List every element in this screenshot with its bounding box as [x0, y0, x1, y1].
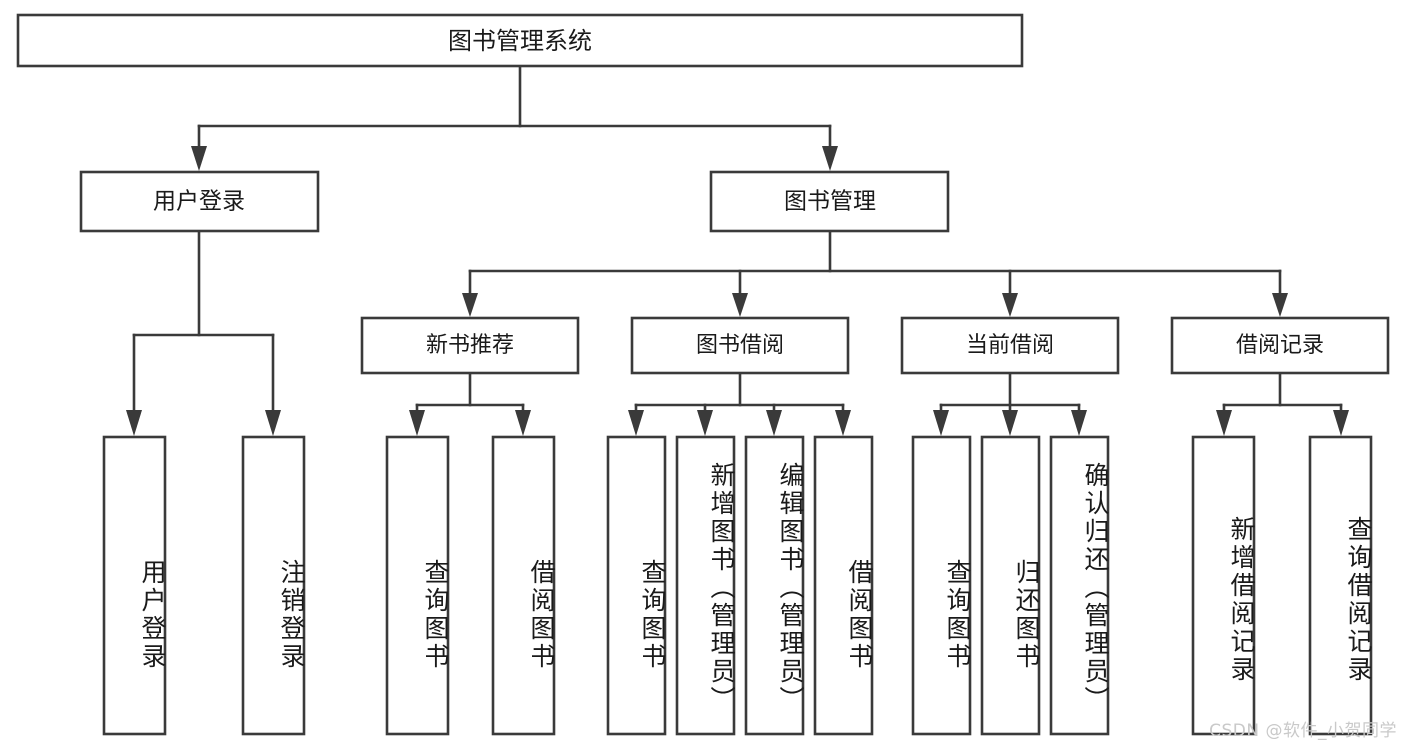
arrow-cb-leaf-2: [1002, 410, 1018, 436]
node-borrow-record-label: 借阅记录: [1236, 333, 1324, 358]
arrow-bb-leaf-3: [766, 410, 782, 436]
node-user-login-label: 用户登录: [153, 189, 245, 215]
arrow-newbook-leaf-1: [409, 410, 425, 436]
node-book-manage-box[interactable]: [709, 170, 950, 233]
leaf-box-current-borrow-2[interactable]: [980, 435, 1041, 736]
arrow-root-to-user-login: [191, 146, 207, 171]
leaf-box-book-borrow-4[interactable]: [813, 435, 874, 736]
arrow-bb-leaf-1: [628, 410, 644, 436]
node-book-borrow-box[interactable]: [630, 316, 850, 375]
arrow-userlogin-leaf-1: [126, 410, 142, 436]
node-book-borrow[interactable]: 图书借阅: [630, 316, 850, 375]
node-user-login-box[interactable]: [79, 170, 320, 233]
leaf-box-user-login-2[interactable]: [241, 435, 306, 736]
arrow-bm-to-current-borrow: [1002, 293, 1018, 317]
arrow-cb-leaf-1: [933, 410, 949, 436]
node-book-borrow-label: 图书借阅: [696, 333, 784, 358]
node-borrow-record-box[interactable]: [1170, 316, 1390, 375]
leaf-box-borrow-record-2[interactable]: [1308, 435, 1373, 736]
arrow-bb-leaf-4: [835, 410, 851, 436]
node-root-box[interactable]: [16, 13, 1024, 68]
leaf-box-new-book-2[interactable]: [491, 435, 556, 736]
csdn-watermark: CSDN @软件_小贺同学: [1209, 721, 1397, 741]
node-current-borrow[interactable]: 当前借阅: [900, 316, 1120, 375]
arrow-bm-to-borrow-record: [1272, 293, 1288, 317]
node-new-book-recommend-label: 新书推荐: [426, 333, 514, 358]
arrow-bm-to-book-borrow: [732, 293, 748, 317]
arrow-userlogin-leaf-2: [265, 410, 281, 436]
node-new-book-recommend[interactable]: 新书推荐: [360, 316, 580, 375]
leaf-box-current-borrow-3[interactable]: [1049, 435, 1110, 736]
arrow-bb-leaf-2: [697, 410, 713, 436]
node-new-book-recommend-box[interactable]: [360, 316, 580, 375]
arrow-bm-to-new-book: [462, 293, 478, 317]
leaf-box-book-borrow-1[interactable]: [606, 435, 667, 736]
arrow-cb-leaf-3: [1071, 410, 1087, 436]
node-root[interactable]: 图书管理系统: [16, 13, 1024, 68]
leaf-box-current-borrow-1[interactable]: [911, 435, 972, 736]
leaf-box-book-borrow-3[interactable]: [744, 435, 805, 736]
arrow-newbook-leaf-2: [515, 410, 531, 436]
arrow-br-leaf-1: [1216, 410, 1232, 436]
leaf-box-user-login-1[interactable]: [102, 435, 167, 736]
arrow-br-leaf-2: [1333, 410, 1349, 436]
leaf-box-new-book-1[interactable]: [385, 435, 450, 736]
connector-layer: [126, 64, 1349, 436]
leaf-box-book-borrow-2[interactable]: [675, 435, 736, 736]
node-user-login[interactable]: 用户登录: [79, 170, 320, 233]
node-book-manage[interactable]: 图书管理: [709, 170, 950, 233]
node-current-borrow-label: 当前借阅: [966, 333, 1054, 358]
leaf-box-borrow-record-1[interactable]: [1191, 435, 1256, 736]
arrow-root-to-book-manage: [822, 146, 838, 171]
node-borrow-record[interactable]: 借阅记录: [1170, 316, 1390, 375]
node-book-manage-label: 图书管理: [784, 189, 876, 215]
node-root-label: 图书管理系统: [448, 27, 592, 55]
node-current-borrow-box[interactable]: [900, 316, 1120, 375]
